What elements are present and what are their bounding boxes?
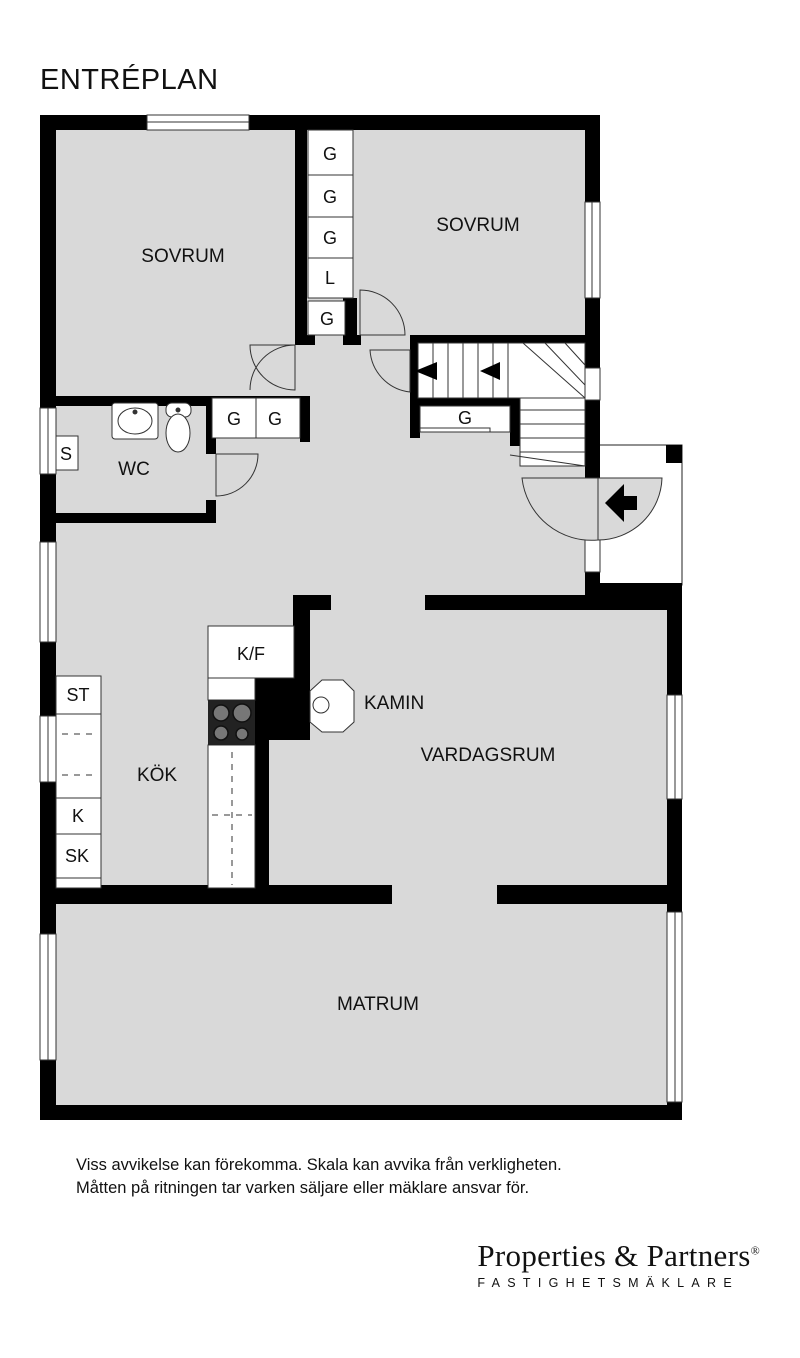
room-label-kitchen: KÖK (137, 765, 177, 786)
stair-arrows (415, 362, 500, 380)
plan-title: ENTRÉPLAN (40, 64, 219, 96)
room-label-bedroom-right: SOVRUM (436, 215, 519, 236)
sk-label: SK (65, 846, 89, 866)
floor-plan: G G G L G G G G S K/F ST K SK SOVRUM SOV… (39, 114, 683, 1120)
wardrobe-label-6: G (268, 409, 282, 429)
disclaimer: Viss avvikelse kan förekomma. Skala kan … (76, 1154, 562, 1200)
brand-name-text: Properties & Partners (477, 1238, 751, 1273)
wardrobe-label-7: G (458, 408, 472, 428)
wardrobe-label-3: G (323, 228, 337, 248)
fridge-freezer-label: K/F (237, 644, 265, 664)
room-label-bedroom-left: SOVRUM (141, 246, 224, 267)
room-label-dining: MATRUM (337, 994, 419, 1015)
wardrobe-label-5: G (227, 409, 241, 429)
room-label-fireplace: KAMIN (364, 693, 424, 714)
room-label-wc: WC (118, 459, 150, 480)
st-label: ST (66, 685, 89, 705)
stove (208, 700, 255, 745)
room-label-living: VARDAGSRUM (421, 745, 556, 766)
counter-dashes (62, 733, 252, 885)
fireplace (309, 679, 355, 733)
brand-logo: Properties & Partners® FASTIGHETSMÄKLARE (477, 1238, 760, 1290)
k-label: K (72, 806, 84, 826)
storage-s-label: S (60, 444, 72, 464)
linen-label: L (325, 268, 335, 288)
wardrobe-label-4: G (320, 309, 334, 329)
wardrobes-column (55, 129, 511, 889)
walls (40, 115, 682, 1120)
brand-registered-mark: ® (750, 1243, 760, 1258)
windows (39, 114, 683, 1103)
brand-tagline: FASTIGHETSMÄKLARE (477, 1276, 740, 1290)
wardrobe-label-2: G (323, 187, 337, 207)
wardrobe-label-1: G (323, 144, 337, 164)
disclaimer-line-1: Viss avvikelse kan förekomma. Skala kan … (76, 1156, 562, 1174)
closet-slider (419, 427, 491, 433)
disclaimer-line-2: Måtten på ritningen tar varken säljare e… (76, 1179, 530, 1197)
entrance-arrow (605, 484, 637, 522)
brand-name: Properties & Partners® (477, 1238, 760, 1274)
toilet (165, 402, 192, 453)
washbasin (111, 402, 159, 440)
